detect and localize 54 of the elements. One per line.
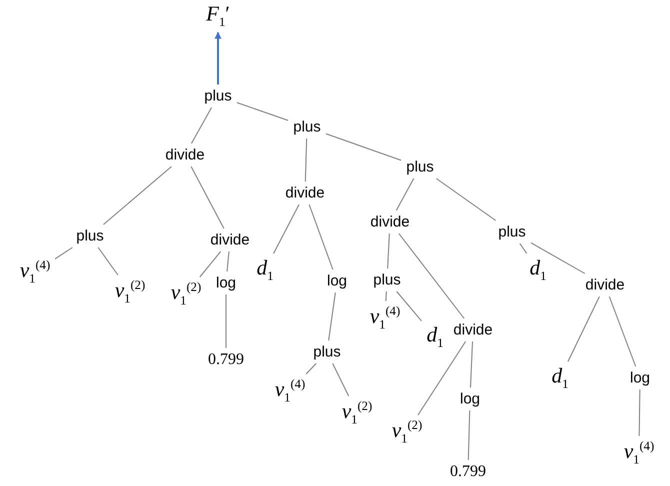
tree-branch-line (332, 363, 350, 396)
operator-label: log (214, 274, 238, 292)
constant-label: 0.799 (448, 463, 488, 481)
operator-label: divide (163, 146, 207, 164)
tree-branch-line (470, 341, 473, 388)
operator-label: plus (496, 224, 528, 240)
constant-label: 0.799 (206, 351, 246, 369)
variable-label: d$_{1}$ (528, 256, 548, 284)
variable-label: d$_{1}$ (550, 364, 570, 392)
operator-label: log (628, 370, 652, 386)
operator-label: divide (208, 232, 252, 248)
tree-branch-line (608, 296, 636, 367)
tree-branch-line (236, 102, 288, 121)
tree-branch-line (418, 341, 466, 416)
operator-label: divide (283, 184, 327, 202)
operator-label: plus (371, 272, 403, 288)
tree-branch-line (567, 296, 600, 362)
operator-label: plus (404, 158, 436, 176)
variable-label: d$_{1}$ (254, 256, 276, 284)
operator-label: log (324, 272, 350, 290)
tree-branch-line (638, 389, 640, 436)
operator-label: divide (368, 214, 412, 230)
tree-branch-line (54, 247, 73, 260)
tree-branch-line (304, 138, 308, 182)
tree-branch-line (226, 251, 230, 272)
tree-branch-line (436, 178, 496, 221)
arrow (214, 32, 222, 84)
tree-branch-line (190, 166, 224, 229)
output-variable: F$_{1}$′ (204, 2, 232, 30)
variable-label: d$_{1}$ (424, 324, 446, 350)
operator-label: log (458, 390, 482, 408)
tree-branch-line (519, 243, 528, 254)
tree-branch-line (98, 247, 118, 276)
tree-branch-line (387, 233, 390, 269)
tree-branch-line (385, 291, 387, 302)
operator-label: divide (583, 276, 627, 294)
tree-branch-line (396, 291, 422, 322)
tree-branch-line (273, 204, 300, 254)
operator-label: divide (451, 322, 495, 338)
tree-branch-line (308, 204, 334, 270)
operator-label: plus (202, 88, 234, 104)
tree-branch-line (190, 107, 212, 144)
tree-branch-line (326, 133, 402, 161)
tree-branch-line (468, 410, 470, 460)
operator-label: plus (291, 118, 323, 136)
tree-branch-line (398, 233, 465, 319)
tree-branch-line (396, 178, 414, 211)
operator-label: plus (74, 228, 106, 244)
tree-branch-line (328, 292, 336, 341)
tree-branch-line (530, 242, 586, 274)
tree-branch-line (306, 363, 317, 374)
tree-branch-line (103, 166, 172, 225)
tree-branch-line (199, 251, 222, 278)
operator-label: plus (311, 344, 343, 360)
